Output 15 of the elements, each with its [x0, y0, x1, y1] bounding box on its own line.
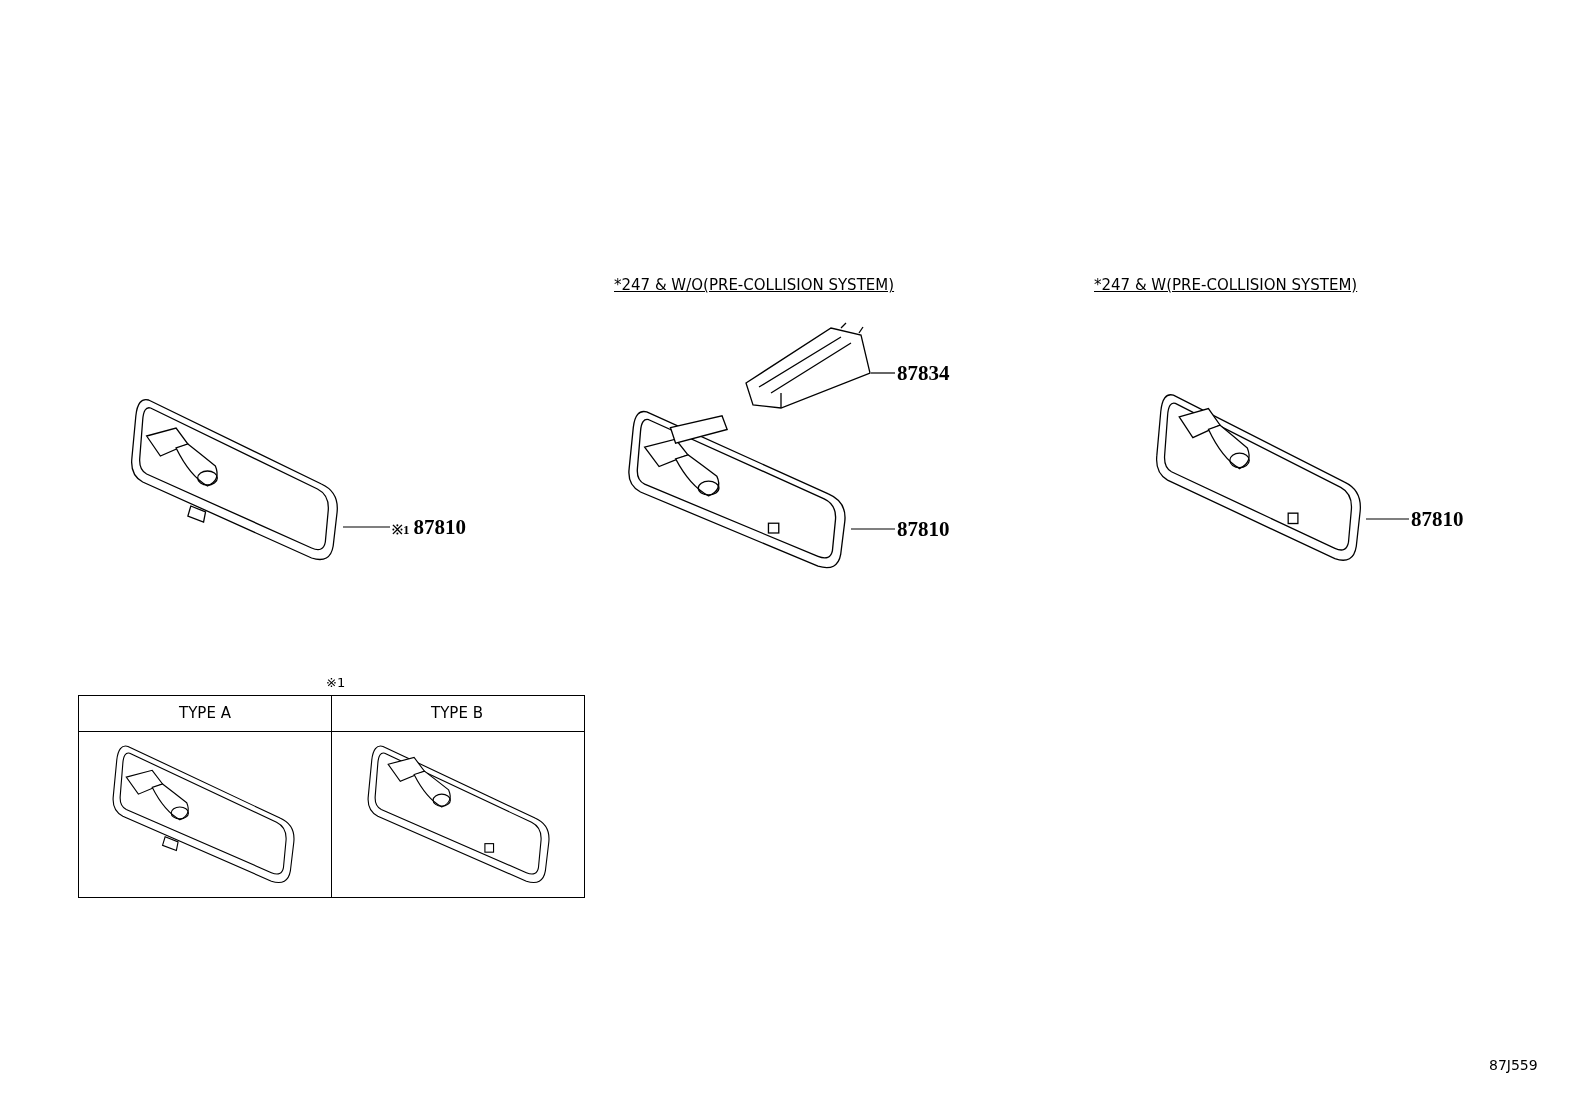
section-heading: *247 & W(PRE-COLLISION SYSTEM)	[1094, 276, 1358, 294]
section-heading: *247 & W/O(PRE-COLLISION SYSTEM)	[614, 276, 895, 294]
leader-line	[870, 372, 896, 374]
part-number: 87810	[1411, 507, 1464, 531]
column-header: TYPE B	[430, 704, 484, 722]
reference-mark: ※1	[326, 675, 346, 690]
leader-line	[1365, 518, 1410, 520]
leader-line	[850, 528, 896, 530]
part-number: 87810	[413, 515, 466, 539]
part-number: 87834	[897, 361, 950, 385]
column-header: TYPE A	[178, 704, 232, 722]
leader-line	[342, 526, 391, 528]
part-number: 87810	[897, 517, 950, 541]
drawing-number: 87J559	[1489, 1057, 1538, 1073]
reference-mark: ※1	[392, 522, 410, 537]
